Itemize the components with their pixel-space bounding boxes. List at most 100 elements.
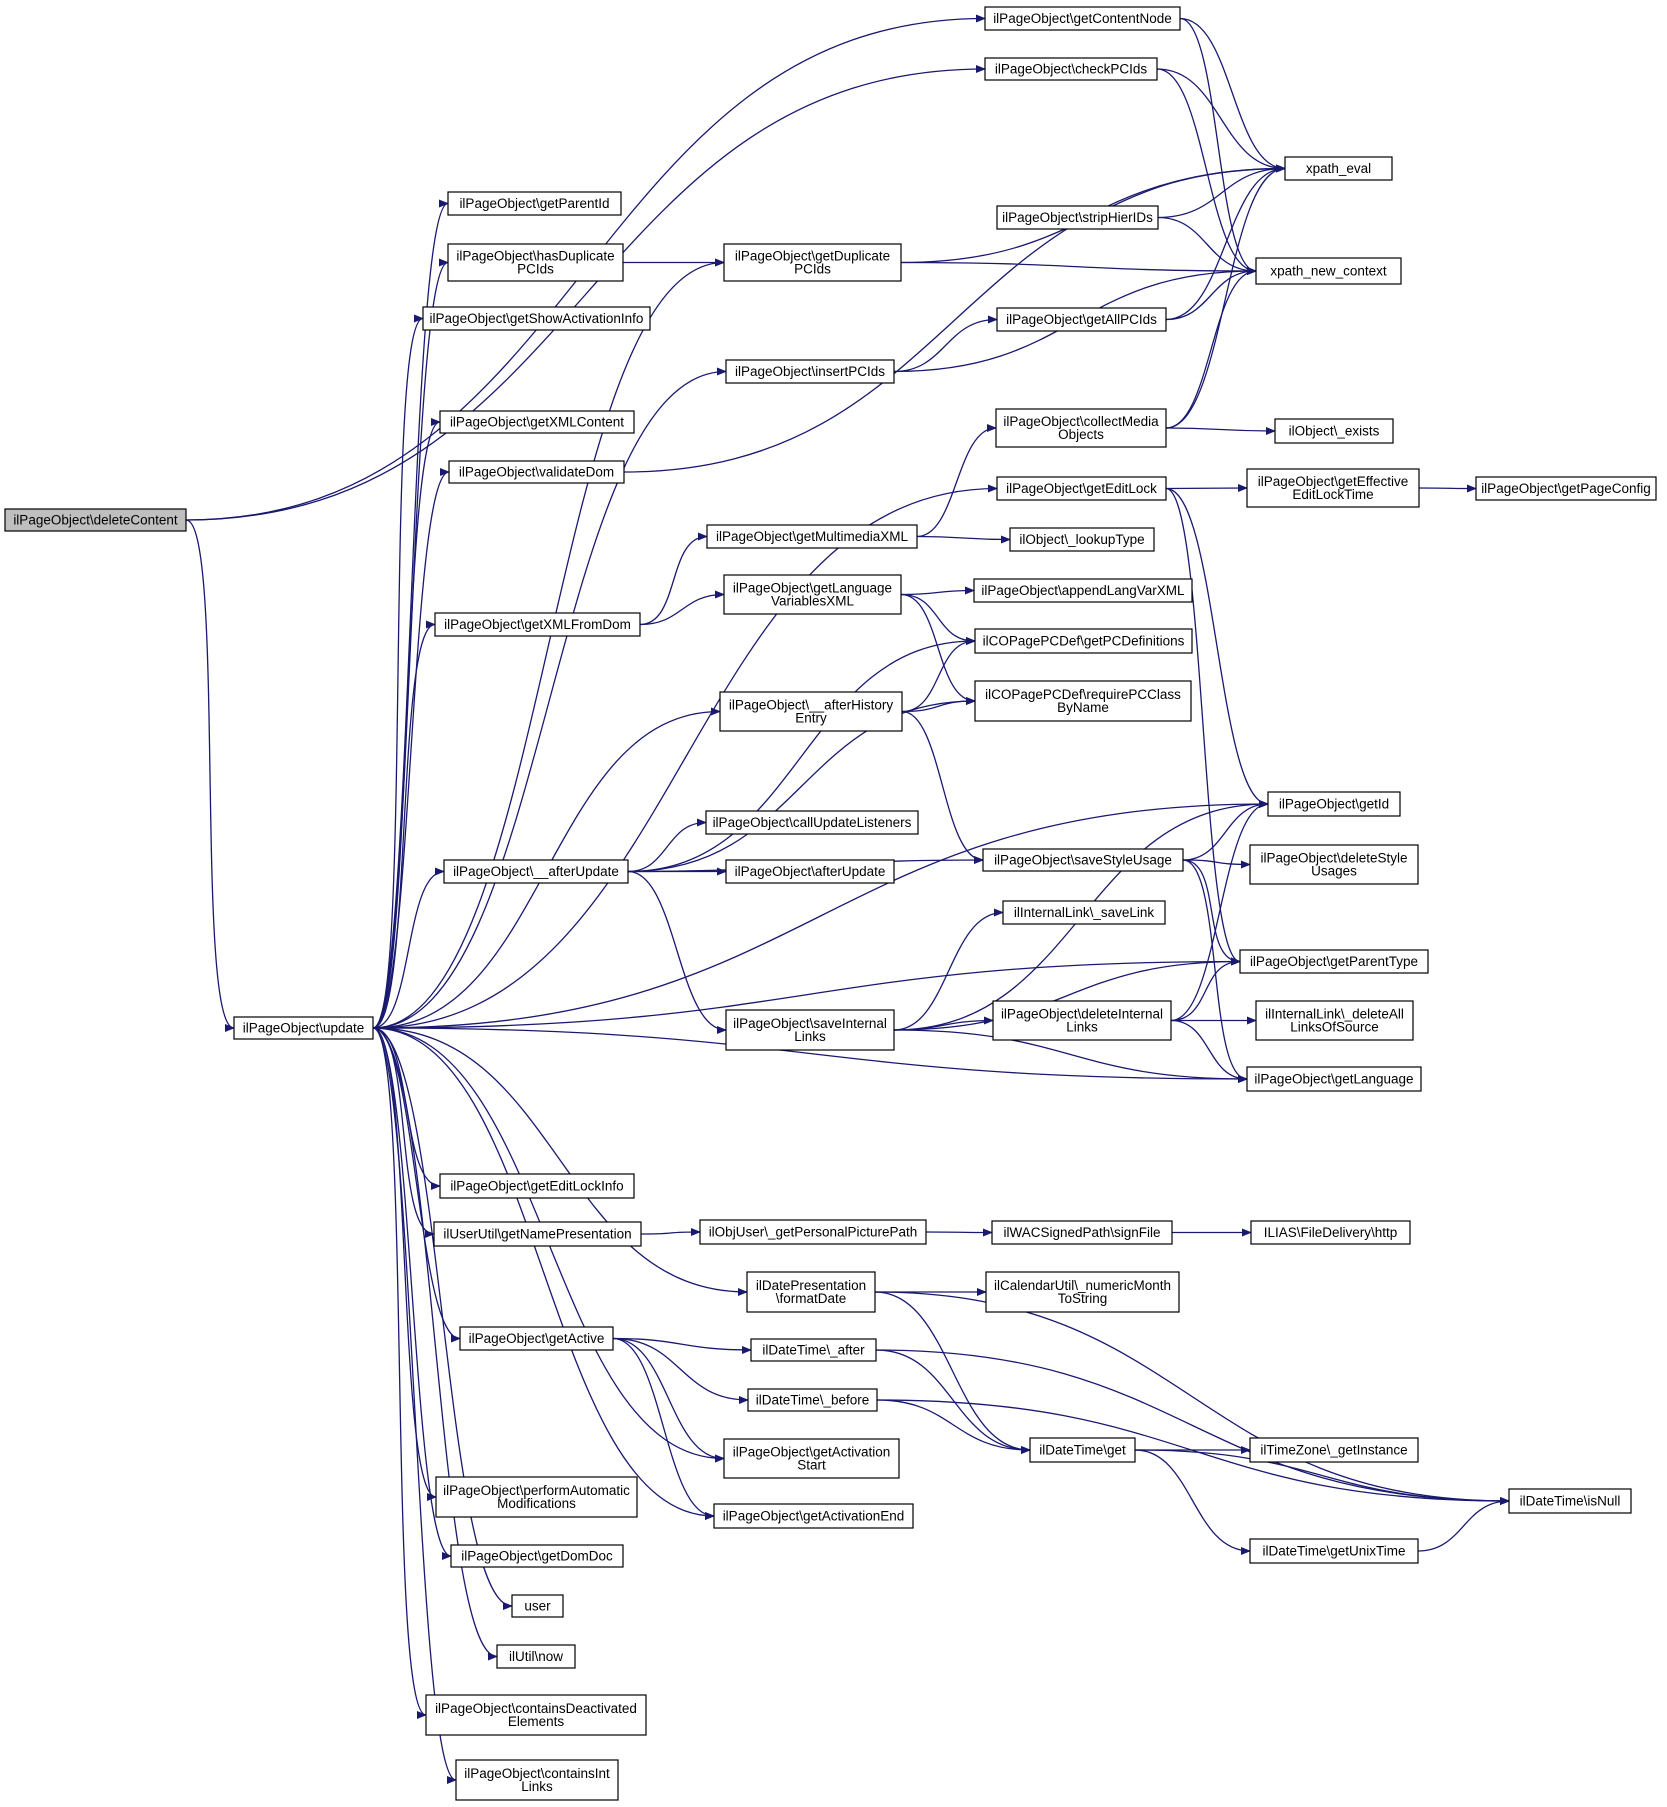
node-box: [705, 810, 919, 835]
node-label: Links: [794, 1029, 826, 1044]
node-update[interactable]: ilPageObject\update: [233, 1016, 374, 1040]
node-get-activation-end[interactable]: ilPageObject\getActivationEnd: [713, 1503, 914, 1529]
node-get-language[interactable]: ilPageObject\getLanguage: [1246, 1066, 1422, 1092]
edge-collect-media-objects-to-xpath-eval: [1165, 164, 1286, 429]
node-xpath-eval[interactable]: xpath_eval: [1284, 156, 1393, 181]
node-label: ilPageObject\getXMLFromDom: [444, 617, 631, 632]
node-box: [725, 359, 895, 384]
edge-save-internal-links-to-get-parent-type: [893, 957, 1241, 1031]
edge-get-all-pcids-to-xpath-new-context: [1165, 267, 1257, 321]
node-label: ilPageObject\getLanguage: [1254, 1072, 1413, 1087]
node-label: Elements: [508, 1714, 565, 1729]
node-box: [1029, 1437, 1136, 1463]
node-perform-automatic-modifications[interactable]: ilPageObject\performAutomaticModificatio…: [435, 1476, 638, 1518]
node-validate-dom[interactable]: ilPageObject\validateDom: [448, 460, 625, 484]
node-delete-content[interactable]: ilPageObject\deleteContent: [4, 508, 187, 532]
node-box: [996, 307, 1167, 332]
node-get-show-activation-info[interactable]: ilPageObject\getShowActivationInfo: [422, 306, 651, 331]
node-lookup-type[interactable]: ilObject\_lookupType: [1009, 527, 1155, 552]
node-box: [719, 691, 903, 732]
edge-update-to-get-xmlcontent: [372, 418, 441, 1029]
node-format-date[interactable]: ilDatePresentation\formatDate: [746, 1271, 876, 1313]
node-label: ilPageObject\collectMedia: [1003, 414, 1159, 429]
node-il-object-exists[interactable]: ilObject\_exists: [1274, 418, 1394, 444]
node-dt-after[interactable]: ilDateTime\_after: [750, 1338, 877, 1362]
node-get-active[interactable]: ilPageObject\getActive: [459, 1326, 614, 1351]
node-get-all-pcids[interactable]: ilPageObject\getAllPCIds: [996, 307, 1167, 332]
node-check-pcids[interactable]: ilPageObject\checkPCIds: [984, 57, 1158, 81]
node-dt-get[interactable]: ilDateTime\get: [1029, 1437, 1136, 1463]
node-label: ilPageObject\getId: [1279, 797, 1389, 812]
edge-get-content-node-to-xpath-eval: [1179, 17, 1286, 173]
node-is-null[interactable]: ilDateTime\isNull: [1508, 1488, 1632, 1514]
node-get-page-config[interactable]: ilPageObject\getPageConfig: [1475, 476, 1657, 501]
node-get-xmlfrom-dom[interactable]: ilPageObject\getXMLFromDom: [434, 612, 641, 637]
node-box: [973, 578, 1193, 603]
edge-after-update-to-call-update-listeners: [627, 818, 707, 873]
node-get-name-presentation[interactable]: ilUserUtil\getNamePresentation: [433, 1221, 642, 1247]
node-box: [459, 1326, 614, 1351]
node-after-update[interactable]: ilPageObject\__afterUpdate: [443, 859, 629, 884]
node-get-personal-picture-path[interactable]: ilObjUser\_getPersonalPicturePath: [699, 1219, 927, 1245]
node-get-id[interactable]: ilPageObject\getId: [1267, 791, 1401, 817]
node-now[interactable]: ilUtil\now: [496, 1644, 576, 1669]
edge-get-language-variables-xml-to-require-pcclass-by-name: [900, 593, 976, 705]
node-get-unix-time[interactable]: ilDateTime\getUnixTime: [1249, 1538, 1419, 1564]
node-box: [447, 191, 622, 216]
node-save-style-usage[interactable]: ilPageObject\saveStyleUsage: [982, 848, 1184, 872]
node-save-link[interactable]: ilInternalLink\_saveLink: [1002, 900, 1166, 925]
node-xpath-new-context[interactable]: xpath_new_context: [1255, 257, 1402, 285]
node-get-multimedia-xml[interactable]: ilPageObject\getMultimediaXML: [706, 524, 918, 549]
edge-get-multimedia-xml-to-lookup-type: [916, 535, 1011, 544]
edge-get-xmlfrom-dom-to-get-language-variables-xml: [639, 590, 725, 626]
node-label: ilPageObject\hasDuplicate: [456, 249, 614, 264]
node-insert-pcids[interactable]: ilPageObject\insertPCIds: [725, 359, 895, 384]
edge-get-content-node-to-xpath-new-context: [1179, 17, 1257, 275]
node-sign-file[interactable]: ilWACSignedPath\signFile: [991, 1220, 1173, 1245]
node-label: ilTimeZone\_getInstance: [1260, 1443, 1407, 1458]
node-call-update-listeners[interactable]: ilPageObject\callUpdateListeners: [705, 810, 919, 835]
node-after-update[interactable]: ilPageObject\afterUpdate: [725, 859, 895, 884]
node-box: [984, 57, 1158, 81]
node-http[interactable]: ILIAS\FileDelivery\http: [1250, 1220, 1411, 1245]
node-label: user: [524, 1599, 551, 1614]
node-get-content-node[interactable]: ilPageObject\getContentNode: [984, 6, 1181, 31]
node-get-edit-lock-info[interactable]: ilPageObject\getEditLockInfo: [439, 1173, 635, 1199]
node-get-xmlcontent[interactable]: ilPageObject\getXMLContent: [439, 410, 635, 434]
node-strip-hier-ids[interactable]: ilPageObject\stripHierIDs: [996, 205, 1159, 230]
node-user[interactable]: user: [511, 1594, 564, 1618]
node-label: ilPageObject\__afterUpdate: [453, 864, 619, 879]
node-get-pcdefinitions[interactable]: ilCOPagePCDef\getPCDefinitions: [974, 628, 1193, 654]
node-label: ilPageObject\containsDeactivated: [435, 1701, 637, 1716]
edge-validate-dom-to-xpath-eval: [623, 164, 1286, 473]
node-get-parent-id[interactable]: ilPageObject\getParentId: [447, 191, 622, 216]
node-dt-before[interactable]: ilDateTime\_before: [747, 1388, 878, 1412]
node-get-edit-lock[interactable]: ilPageObject\getEditLock: [996, 476, 1167, 501]
node-label: ilPageObject\performAutomatic: [443, 1483, 630, 1498]
edge-get-edit-lock-to-get-effective-edit-lock-time: [1165, 484, 1248, 493]
node-get-dom-doc[interactable]: ilPageObject\getDomDoc: [450, 1544, 624, 1568]
node-label: ilPageObject\deleteStyle: [1260, 851, 1407, 866]
node-label: ilPageObject\update: [243, 1021, 365, 1036]
node-label: ilUtil\now: [509, 1649, 563, 1664]
node-get-parent-type[interactable]: ilPageObject\getParentType: [1239, 949, 1429, 974]
node-label: ilDatePresentation: [756, 1278, 866, 1293]
node-append-lang-var-xml[interactable]: ilPageObject\appendLangVarXML: [973, 578, 1193, 603]
edge-get-edit-lock-to-get-id: [1165, 487, 1269, 808]
node-get-instance[interactable]: ilTimeZone\_getInstance: [1249, 1437, 1419, 1463]
